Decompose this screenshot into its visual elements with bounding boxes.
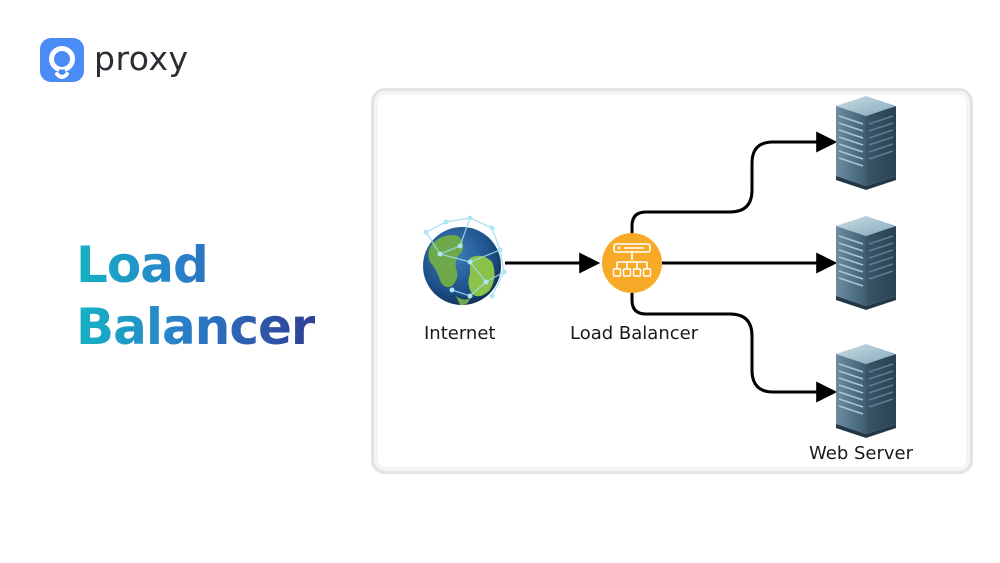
edge-lb-to-server-3: [630, 288, 838, 403]
server-icon: [835, 95, 897, 191]
load-balancer-icon: [602, 233, 662, 293]
web-server-label: Web Server: [809, 443, 913, 464]
edge-lb-to-server-1: [630, 131, 838, 238]
internet-label: Internet: [424, 323, 496, 344]
brand-logo[interactable]: proxy: [40, 38, 189, 82]
load-balancer-label: Load Balancer: [570, 323, 699, 344]
server-icon: [835, 215, 897, 311]
proxy-logo-icon: [40, 38, 84, 82]
globe-icon: [423, 215, 507, 306]
server-icon: [835, 343, 897, 439]
brand-name: proxy: [94, 38, 189, 78]
